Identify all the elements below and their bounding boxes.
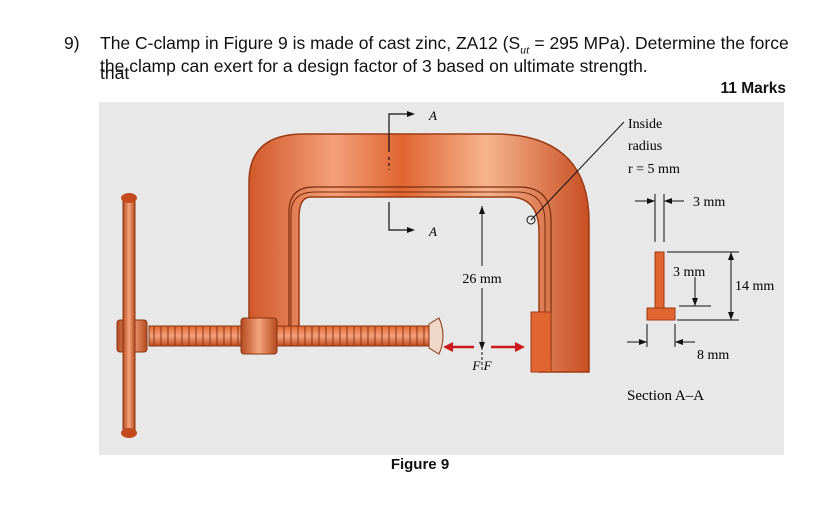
section-caption: Section A–A	[627, 388, 704, 404]
inside-radius-label: Inside	[628, 117, 662, 132]
inside-radius-label-2: radius	[628, 139, 662, 154]
section-label-top: A	[428, 108, 437, 123]
inside-radius-value: r = 5 mm	[628, 162, 680, 177]
frame-collar	[240, 317, 278, 355]
swivel-pad	[428, 317, 444, 355]
force-labels: F F	[471, 358, 492, 373]
cropped-heading-line	[330, 0, 480, 3]
dim-gap-label: 26 mm	[462, 272, 501, 287]
dim-web: 3 mm	[673, 265, 705, 280]
section-a-a-drawing: 3 mm 3 mm 14 mm 8 mm Section A–A	[627, 194, 774, 404]
section-label-bottom: A	[428, 224, 437, 239]
clamp-frame	[248, 133, 590, 373]
dim-height: 14 mm	[735, 279, 774, 294]
question-number: 9)	[64, 33, 80, 53]
marks-label: 11 Marks	[720, 80, 787, 97]
c-clamp-figure: A A 26 mm F F Inside radius r = 5 mm	[116, 108, 774, 438]
question-line-1: The C-clamp in Figure 9 is made of cast …	[100, 33, 789, 83]
question-line-2: the clamp can exert for a design factor …	[100, 56, 648, 76]
dim-top-width: 3 mm	[693, 195, 725, 210]
dim-flange: 8 mm	[697, 348, 729, 363]
figure-caption: Figure 9	[390, 456, 450, 473]
t-handle	[122, 199, 136, 431]
